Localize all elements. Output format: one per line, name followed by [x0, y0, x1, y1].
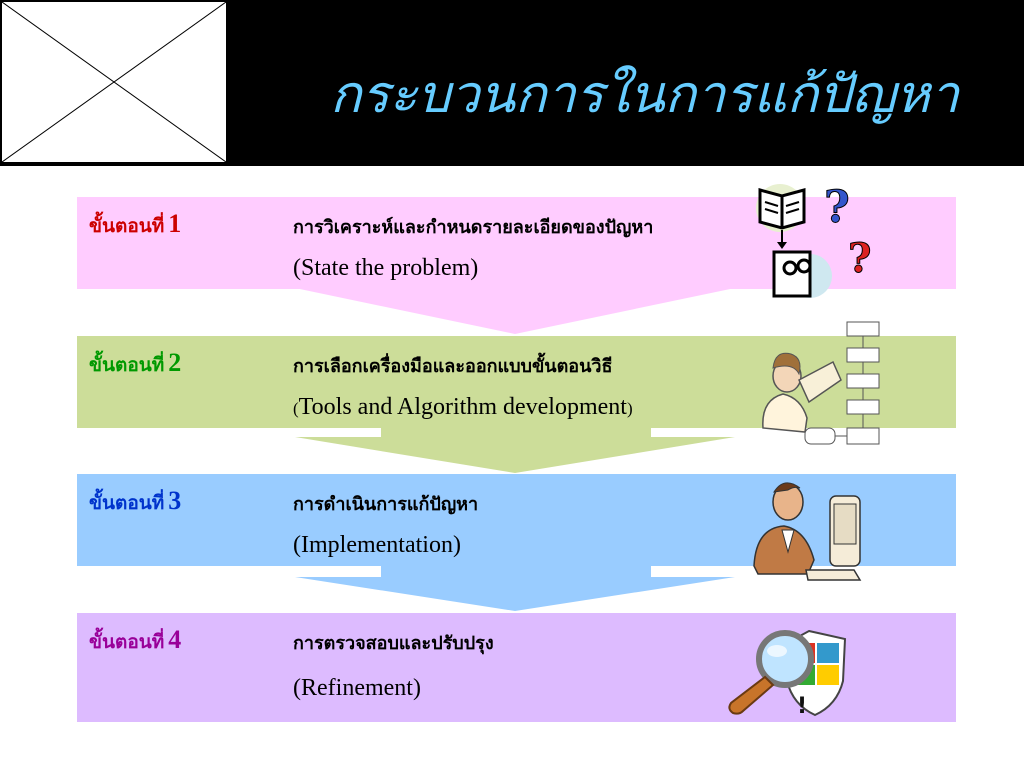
image-placeholder — [0, 0, 228, 164]
slide-title: กระบวนการในการแก้ปัญหา — [330, 65, 960, 125]
down-arrow-1 — [295, 288, 735, 334]
down-arrow-3 — [295, 565, 735, 611]
step-2-english: (Tools and Algorithm development) — [293, 394, 633, 420]
step-1-label: ขั้นตอนที่1 — [89, 209, 182, 238]
svg-text:?: ? — [824, 182, 850, 233]
step-1-box: ขั้นตอนที่1 การวิเคราะห์และกำหนดรายละเอี… — [77, 197, 956, 289]
step-3-english: (Implementation) — [293, 532, 461, 558]
down-arrow-2 — [295, 427, 735, 473]
book-question-icon: ? ? — [756, 182, 872, 298]
step-3-thai: การดำเนินการแก้ปัญหา — [293, 494, 479, 515]
svg-text:?: ? — [848, 235, 871, 282]
step-2-label: ขั้นตอนที่2 — [89, 348, 182, 377]
step-1-english: (State the problem) — [293, 255, 479, 281]
placeholder-cross-icon — [2, 2, 226, 162]
engineer-flowchart-icon — [762, 321, 880, 445]
step-2-thai: การเลือกเครื่องมือและออกแบบขั้นตอนวิธี — [293, 356, 613, 377]
step-4-english: (Refinement) — [293, 675, 421, 701]
magnifier-shield-icon: ! — [728, 629, 847, 719]
step-4-thai: การตรวจสอบและปรับปรุง — [293, 633, 494, 654]
step-4-label: ขั้นตอนที่4 — [89, 625, 182, 654]
person-computer-icon — [753, 482, 862, 581]
svg-text:!: ! — [797, 694, 807, 719]
slide-header: กระบวนการในการแก้ปัญหา — [0, 0, 1024, 166]
step-1-thai: การวิเคราะห์และกำหนดรายละเอียดของปัญหา — [293, 217, 654, 238]
step-3-label: ขั้นตอนที่3 — [89, 486, 182, 515]
